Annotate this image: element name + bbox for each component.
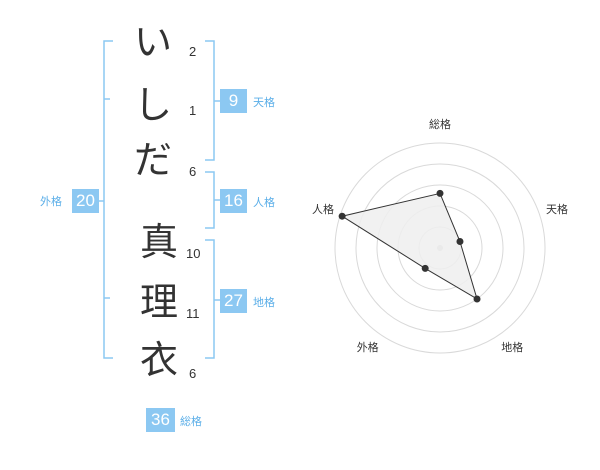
radar-axis-label: 人格 <box>312 202 335 216</box>
stroke-count: 1 <box>189 103 197 118</box>
jinkaku-label: 人格 <box>253 196 275 209</box>
jinkaku-badge: 16 <box>220 189 247 213</box>
soukaku-label: 総格 <box>180 415 202 428</box>
soukaku-badge: 36 <box>146 408 175 432</box>
name-char: い <box>133 20 172 64</box>
tenkaku-label: 天格 <box>253 96 275 109</box>
chikaku-label: 地格 <box>253 296 275 309</box>
radar-point <box>436 189 444 197</box>
radar-point <box>456 238 464 246</box>
name-char: し <box>133 83 172 127</box>
radar-ring <box>376 184 504 312</box>
radar-axis-label: 地格 <box>501 340 524 354</box>
radar-series-polygon <box>340 192 478 301</box>
chikaku-badge: 27 <box>220 289 247 313</box>
name-char: 理 <box>139 280 178 324</box>
stroke-count: 2 <box>189 44 197 59</box>
radar-point <box>338 212 346 220</box>
stroke-count: 6 <box>189 164 197 179</box>
name-char: だ <box>133 138 172 182</box>
radar-point <box>473 295 481 303</box>
radar-axis-label: 総格 <box>429 118 451 131</box>
stroke-count: 10 <box>186 246 201 261</box>
radar-axis-label: 外格 <box>356 340 379 354</box>
stroke-count: 11 <box>186 306 200 321</box>
gaikaku-bracket <box>103 40 113 359</box>
stroke-count: 6 <box>189 366 197 381</box>
name-char: 衣 <box>139 338 178 382</box>
name-char: 真 <box>139 220 178 264</box>
tenkaku-badge: 9 <box>220 89 247 113</box>
gaikaku-badge: 20 <box>72 189 99 213</box>
chikaku-bracket <box>205 239 215 359</box>
radar-ring <box>355 163 525 333</box>
radar-point <box>421 264 429 272</box>
gaikaku-label: 外格 <box>40 195 62 208</box>
radar-axis-label: 天格 <box>545 202 568 216</box>
radar-ring <box>334 142 546 354</box>
